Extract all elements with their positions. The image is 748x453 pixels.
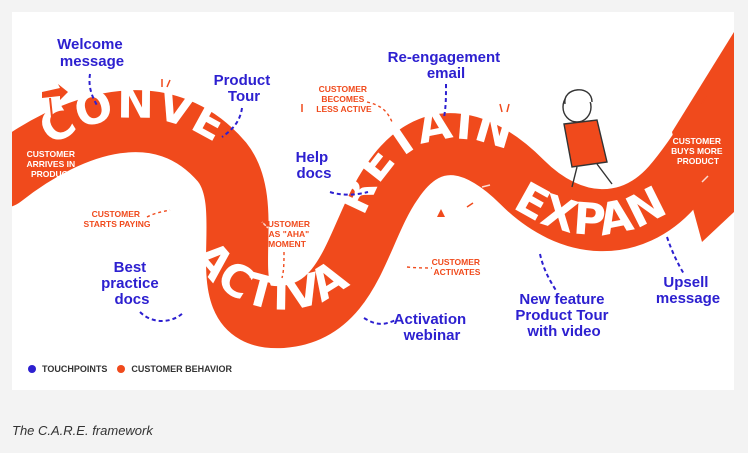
care-diagram: CONVERT ACTIVATE RETAIN EXPAND Welcome m… xyxy=(12,12,734,349)
road-end xyxy=(672,32,734,242)
arrow-sign-icon xyxy=(42,84,68,100)
bh-activates: CUSTOMER ACTIVATES xyxy=(432,257,483,277)
winding-road xyxy=(12,62,734,349)
bh-less-active: CUSTOMER BECOMES LESS ACTIVE xyxy=(316,84,372,114)
tp-product-tour: Product Tour xyxy=(214,72,275,105)
bh-starts-paying: CUSTOMER STARTS PAYING xyxy=(84,209,151,229)
tp-help-docs: Help docs xyxy=(296,149,333,182)
legend: TOUCHPOINTS CUSTOMER BEHAVIOR xyxy=(28,364,232,374)
diagram-card: CONVERT ACTIVATE RETAIN EXPAND Welcome m… xyxy=(12,12,734,390)
leaf-icon xyxy=(437,209,445,217)
tp-welcome: Welcome message xyxy=(57,36,127,70)
tp-new-feature: New feature Product Tour with video xyxy=(515,291,612,340)
bh-arrives: CUSTOMER ARRIVES IN PRODUCT xyxy=(26,149,77,179)
figure-caption: The C.A.R.E. framework xyxy=(12,423,153,438)
touchpoint-dot-icon xyxy=(28,365,36,373)
bh-aha: CUSTOMER HAS "AHA" MOMENT xyxy=(262,219,313,249)
tp-activation-webinar: Activation webinar xyxy=(394,311,471,344)
legend-touchpoints: TOUCHPOINTS xyxy=(42,364,108,374)
tp-upsell: Upsell message xyxy=(656,274,720,307)
behavior-dot-icon xyxy=(117,365,126,373)
bh-buys-more: CUSTOMER BUYS MORE PRODUCT xyxy=(671,136,725,166)
tp-best-practice: Best practice docs xyxy=(101,259,163,308)
legend-behavior: CUSTOMER BEHAVIOR xyxy=(131,364,233,374)
tp-reengagement: Re-engagement email xyxy=(388,49,505,82)
walking-person-icon xyxy=(562,89,613,188)
